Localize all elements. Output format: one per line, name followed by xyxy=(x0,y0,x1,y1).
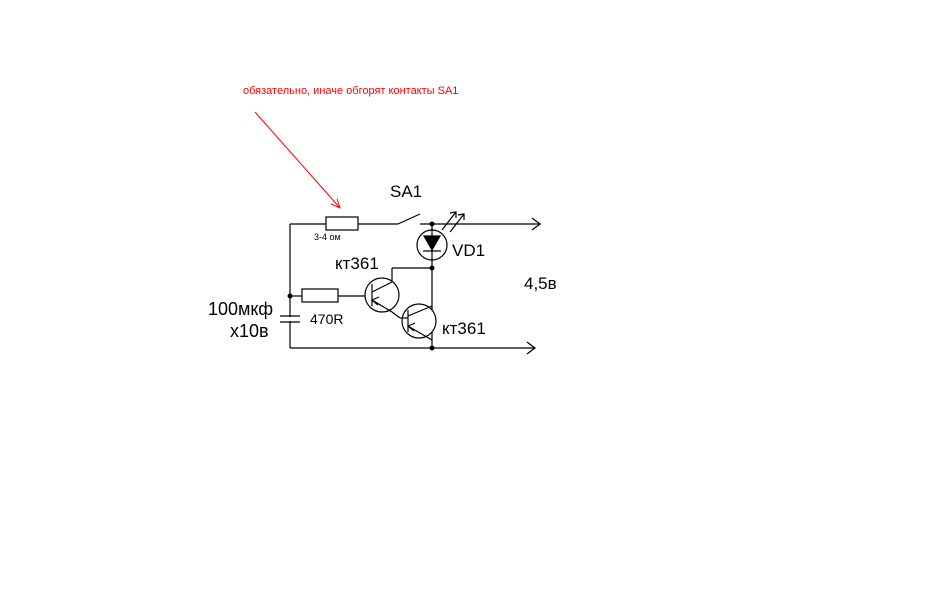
annotation-text: обязательно, иначе обгорят контакты SA1 xyxy=(243,85,459,97)
led-label: VD1 xyxy=(452,241,486,260)
resistor-base-label: 470R xyxy=(310,311,344,327)
resistor-top-label: 3-4 ом xyxy=(314,232,341,242)
transistor-q2 xyxy=(400,303,437,341)
annotation-arrow xyxy=(254,111,340,208)
switch-sa1 xyxy=(397,213,421,225)
resistor-top xyxy=(325,216,359,231)
led-vd1 xyxy=(416,211,465,268)
transistor-top-label: кт361 xyxy=(335,254,379,273)
capacitor-label-line2: х10в xyxy=(230,321,269,341)
voltage-label: 4,5в xyxy=(524,274,557,293)
collector-wire xyxy=(391,267,433,348)
top-wire xyxy=(289,217,541,348)
transistor-bottom-label: кт361 xyxy=(442,319,486,338)
capacitor-label-line1: 100мкф xyxy=(208,299,274,319)
capacitor xyxy=(280,315,300,323)
resistor-base xyxy=(290,288,368,303)
switch-label: SA1 xyxy=(390,182,423,201)
junction-dots xyxy=(287,221,435,351)
bottom-wire xyxy=(290,341,536,355)
transistor-q1 xyxy=(364,277,401,319)
